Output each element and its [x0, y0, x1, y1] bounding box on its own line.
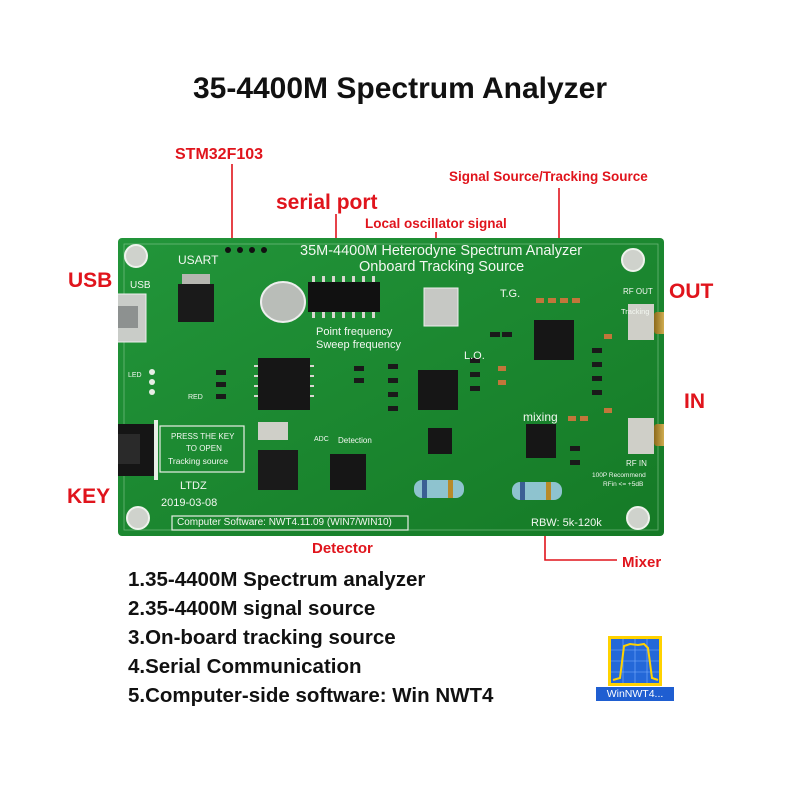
board-tg-label: T.G. — [500, 288, 521, 300]
feature-item-2: 2.35-4400M signal source — [128, 597, 376, 620]
page-title: 35-4400M Spectrum Analyzer — [192, 72, 608, 105]
board-lo-label: L.O. — [464, 350, 485, 362]
board-ltdz-label: LTDZ — [180, 480, 207, 492]
board-header-line1: 35M-4400M Heterodyne Spectrum Analyzer — [300, 243, 583, 259]
board-software-label: Computer Software: NWT4.11.09 (WIN7/WIN1… — [177, 517, 392, 528]
callout-in: IN — [684, 390, 705, 413]
board-rfin-note: RFin <= +5dB — [603, 481, 644, 488]
callout-signal-source: Signal Source/Tracking Source — [449, 169, 648, 184]
board-tracking-label: Tracking — [621, 307, 650, 316]
callout-out: OUT — [669, 280, 714, 303]
callout-stm32: STM32F103 — [175, 146, 264, 163]
board-header-line2: Onboard Tracking Source — [359, 259, 525, 275]
winnwt4-shortcut[interactable]: WinNWT4... — [596, 636, 674, 702]
board-usart-label: USART — [178, 253, 219, 267]
board-led-label: LED — [128, 372, 142, 379]
callout-mixer: Mixer — [622, 554, 662, 571]
board-recommend-label: 100P Recommend — [592, 472, 646, 479]
board-key-label-2: TO OPEN — [186, 444, 222, 453]
feature-item-5: 5.Computer-side software: Win NWT4 — [128, 684, 494, 707]
pcb-board — [118, 238, 664, 536]
board-rf-out-label: RF OUT — [623, 287, 653, 296]
callout-detector: Detector — [312, 540, 373, 557]
board-red-label: RED — [188, 394, 203, 401]
board-usb-label: USB — [130, 280, 151, 291]
board-rbw-label: RBW: 5k-120k — [531, 517, 602, 529]
callout-key: KEY — [67, 485, 111, 508]
board-detection-label: Detection — [338, 436, 372, 445]
winnwt4-app-icon — [608, 636, 662, 686]
board-point-frequency: Point frequency — [316, 326, 393, 338]
feature-list: 1.35-4400M Spectrum analyzer 2.35-4400M … — [128, 565, 493, 710]
feature-item-1: 1.35-4400M Spectrum analyzer — [128, 568, 426, 591]
callout-local-oscillator: Local oscillator signal — [365, 216, 507, 231]
board-date-label: 2019-03-08 — [161, 497, 218, 509]
callout-usb: USB — [68, 269, 113, 292]
feature-item-3: 3.On-board tracking source — [128, 626, 396, 649]
board-key-label-3: Tracking source — [168, 456, 229, 466]
winnwt4-label: WinNWT4... — [596, 687, 674, 701]
feature-item-4: 4.Serial Communication — [128, 655, 362, 678]
board-mixing-label: mixing — [523, 410, 558, 424]
board-rf-in-label: RF IN — [626, 459, 647, 468]
board-sweep-frequency: Sweep frequency — [316, 339, 401, 351]
board-adc-label: ADC — [314, 436, 329, 443]
board-key-label-1: PRESS THE KEY — [171, 432, 235, 441]
callout-serial-port: serial port — [276, 191, 378, 214]
